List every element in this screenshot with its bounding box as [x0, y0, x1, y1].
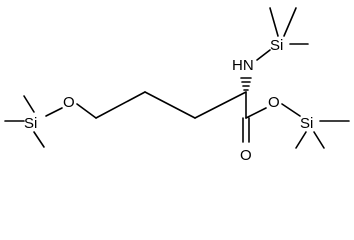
- bond-si-amine-methyl-up: [283, 7, 297, 37]
- bond-c5-c4: [95, 91, 146, 119]
- bond-n-si: [256, 49, 271, 61]
- bond-c4-c3: [144, 91, 196, 119]
- atom-nh: HN: [232, 57, 254, 74]
- bond-si-ester-methyl-down-left: [295, 131, 307, 149]
- stereo-hash-bond: [240, 77, 252, 91]
- bond-o-c5: [76, 103, 97, 119]
- bond-si-ether-o: [45, 107, 63, 117]
- bond-si-amine-methyl-left: [269, 7, 279, 37]
- bond-c3-c2: [194, 91, 247, 119]
- bond-si-ester-methyl-down-right: [313, 131, 325, 149]
- bond-si-ether-methyl-down: [33, 131, 45, 148]
- atom-o-ester: O: [268, 94, 280, 111]
- atom-si-amine: Si: [270, 37, 283, 54]
- bond-c1-o-ester: [245, 107, 267, 119]
- atom-o-ether: O: [63, 94, 75, 111]
- bond-si-ether-methyl-up: [23, 95, 35, 113]
- atom-si-ester: Si: [300, 115, 313, 132]
- atom-o-carbonyl: O: [240, 147, 252, 164]
- atom-si-ether: Si: [24, 115, 37, 132]
- molecule-structure: Si O HN Si O O Si: [4, 7, 350, 164]
- bond-o-si-ester: [281, 103, 301, 117]
